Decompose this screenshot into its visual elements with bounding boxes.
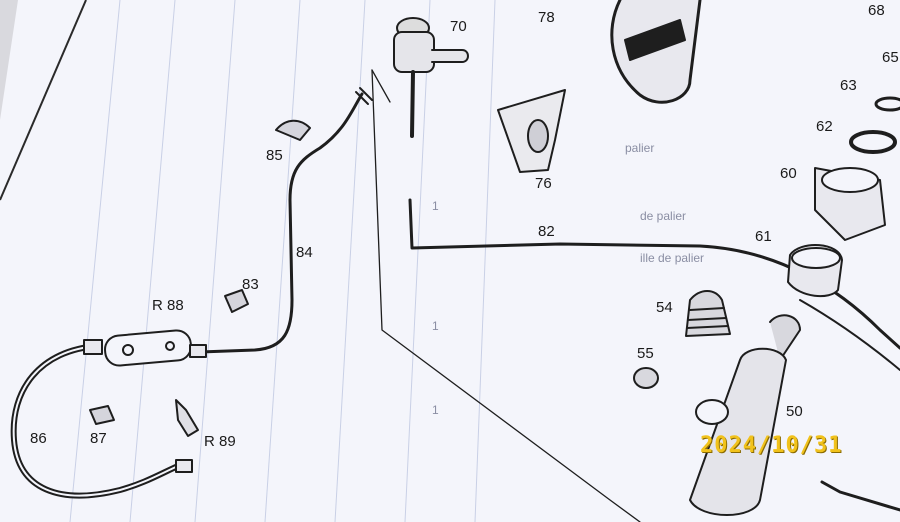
label-50: 50 xyxy=(786,403,803,420)
ghost-text-3: palier xyxy=(625,141,654,155)
label-55: 55 xyxy=(637,345,654,362)
brake-hose-86-inner xyxy=(12,345,179,497)
clip-r89 xyxy=(175,399,199,437)
line-nut-84 xyxy=(355,87,373,105)
ghost-text-1: de palier xyxy=(640,209,686,223)
label-82: 82 xyxy=(538,223,555,240)
label-86: 86 xyxy=(30,430,47,447)
label-68: 68 xyxy=(868,2,885,19)
label-61: 61 xyxy=(755,228,772,245)
pedal-arm-band xyxy=(624,19,686,61)
reservoir-70 xyxy=(393,31,435,73)
bushing-61-top xyxy=(791,247,841,269)
bearing-housing-60-top xyxy=(821,167,879,193)
washer-62 xyxy=(849,130,897,154)
hose-fitting-bottom xyxy=(175,459,193,473)
photo-date-stamp: 2024/10/31 xyxy=(700,433,843,458)
label-84: 84 xyxy=(296,244,313,261)
clip-85 xyxy=(275,119,311,141)
clip-87 xyxy=(89,405,115,425)
label-76: 76 xyxy=(535,175,552,192)
label-70: 70 xyxy=(450,18,467,35)
label-85: 85 xyxy=(266,147,283,164)
clip-83 xyxy=(224,289,249,313)
label-60: 60 xyxy=(780,165,797,182)
brake-line-84 xyxy=(198,92,364,354)
bracket-hole-right xyxy=(165,341,175,351)
label-83: 83 xyxy=(242,276,259,293)
brake-line-82-lower xyxy=(799,299,900,371)
ghost-text-2: ille de palier xyxy=(640,251,704,265)
label-78: 78 xyxy=(538,9,555,26)
bracket-hole-left xyxy=(122,344,134,356)
label-r89: R 89 xyxy=(204,433,236,450)
frame-border xyxy=(0,0,87,201)
label-r88: R 88 xyxy=(152,297,184,314)
margin-mark-2: 1 xyxy=(432,319,439,333)
master-cylinder-50 xyxy=(689,347,787,516)
hose-fitting-top xyxy=(83,339,103,355)
label-87: 87 xyxy=(90,430,107,447)
reservoir-bolt xyxy=(410,70,415,138)
label-63: 63 xyxy=(840,77,857,94)
dust-boot-54 xyxy=(685,290,731,337)
label-62: 62 xyxy=(816,118,833,135)
label-54: 54 xyxy=(656,299,673,316)
leader-line-main xyxy=(371,69,641,522)
plate-76-opening xyxy=(527,119,549,153)
dust-boot-50 xyxy=(769,314,801,361)
dust-boot-54-ridges xyxy=(686,307,729,329)
ruled-lines xyxy=(69,0,496,522)
outlet-pipe xyxy=(820,480,900,512)
reservoir-bracket xyxy=(431,49,469,63)
bracket-r88 xyxy=(104,329,192,367)
margin-mark-1: 1 xyxy=(432,199,439,213)
line-fitting-84 xyxy=(189,344,207,358)
label-65: 65 xyxy=(882,49,899,66)
cap-55 xyxy=(633,367,659,389)
leader-line-short xyxy=(371,69,391,103)
margin-mark-3: 1 xyxy=(432,403,439,417)
washer-63 xyxy=(874,96,900,112)
master-cylinder-ear xyxy=(695,399,729,425)
